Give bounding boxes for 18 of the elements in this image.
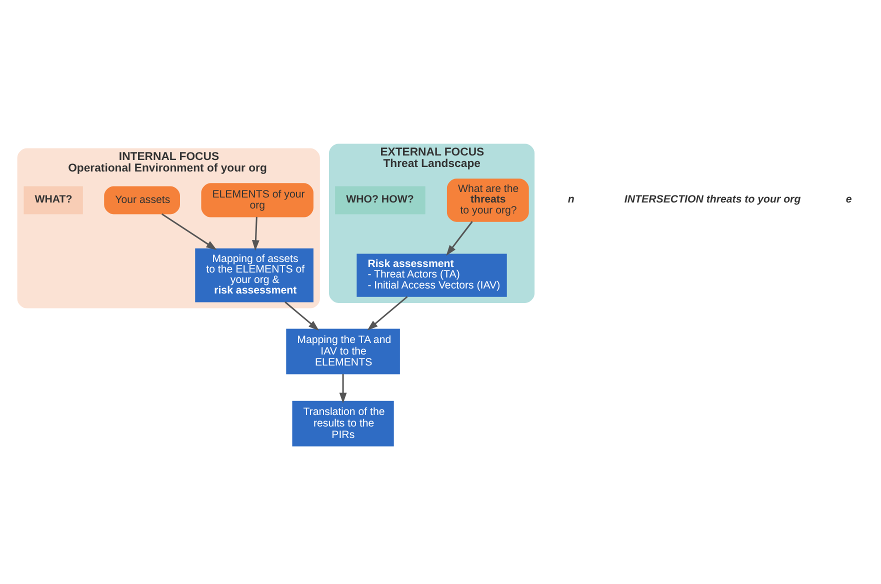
label: e <box>846 193 852 206</box>
arrow <box>161 213 217 250</box>
node-box: Risk assessment - Threat Actors (TA) - Initial Access Vectors (IAV) <box>356 254 507 297</box>
arrow <box>252 216 260 251</box>
arrow <box>446 221 473 256</box>
arrow <box>339 374 347 404</box>
node-box: Mapping of assets to the ELEMENTS of your org & risk assessment <box>195 248 314 302</box>
arrow <box>284 301 320 331</box>
node-box: Translation of the results to the PIRs <box>292 400 394 446</box>
node-box: What are the threats to your org? <box>446 178 529 222</box>
label: INTERSECTION threats to your org <box>624 193 801 206</box>
node-box: WHAT? <box>24 186 83 214</box>
node-box: ELEMENTS of your org <box>201 183 314 218</box>
arrow <box>367 296 408 330</box>
node-box: WHO? HOW? <box>335 186 426 214</box>
node-box: Mapping the TA and IAV to the ELEMENTS <box>286 328 400 374</box>
node-box: Your assets <box>104 186 180 214</box>
label: n <box>568 193 574 206</box>
